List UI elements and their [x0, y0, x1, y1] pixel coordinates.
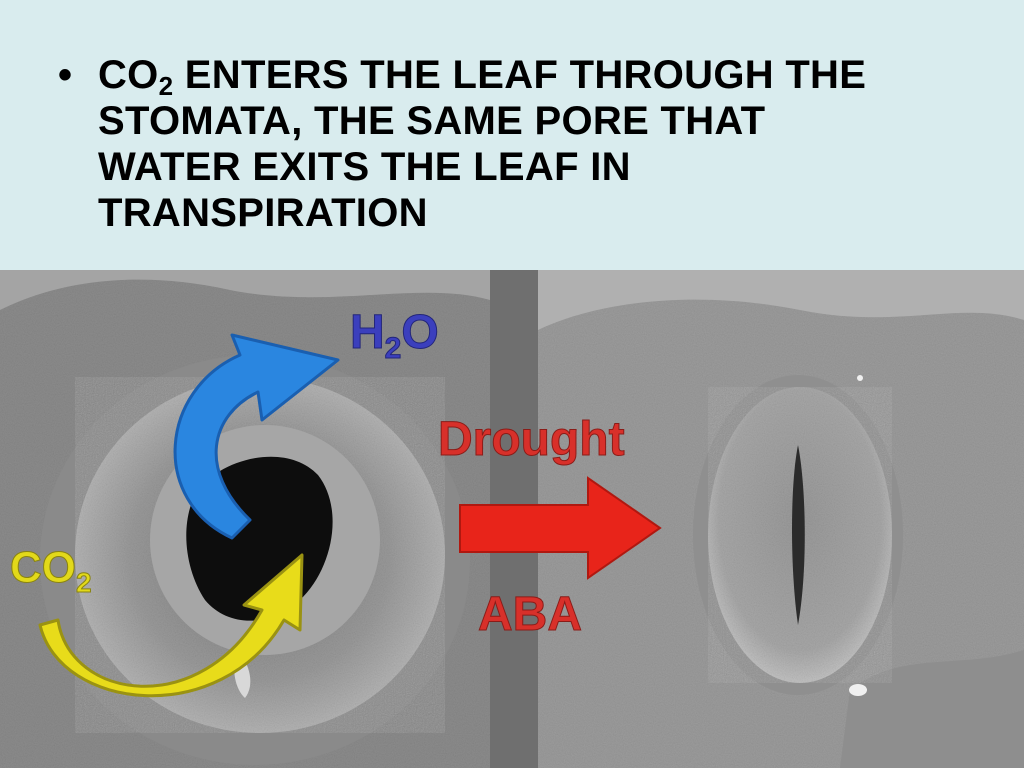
bullet-text-co: CO	[98, 53, 159, 97]
stomata-micrograph-figure: H2O CO2 Drought ABA	[0, 270, 1024, 768]
bullet-text-subscript: 2	[158, 71, 174, 101]
aba-label: ABA	[478, 588, 582, 641]
co2-arrow	[38, 553, 304, 698]
closed-stoma-panel	[538, 270, 1024, 768]
bullet-item: • CO2 ENTERS THE LEAF THROUGH THE STOMAT…	[58, 52, 918, 236]
bullet-dot: •	[58, 53, 73, 97]
h2o-arrow	[173, 333, 340, 540]
h2o-label: H2O	[350, 306, 439, 365]
bullet-text: CO2 ENTERS THE LEAF THROUGH THE STOMATA,…	[98, 52, 918, 236]
drought-arrow	[459, 476, 662, 580]
micrograph-svg: H2O CO2 Drought ABA	[0, 270, 1024, 768]
bullet-text-rest: ENTERS THE LEAF THROUGH THE STOMATA, THE…	[98, 53, 867, 235]
stoma-pore-closed	[792, 445, 805, 625]
co2-label: CO2	[10, 543, 92, 598]
bullet-list: • CO2 ENTERS THE LEAF THROUGH THE STOMAT…	[58, 52, 918, 236]
drought-label: Drought	[438, 413, 625, 466]
